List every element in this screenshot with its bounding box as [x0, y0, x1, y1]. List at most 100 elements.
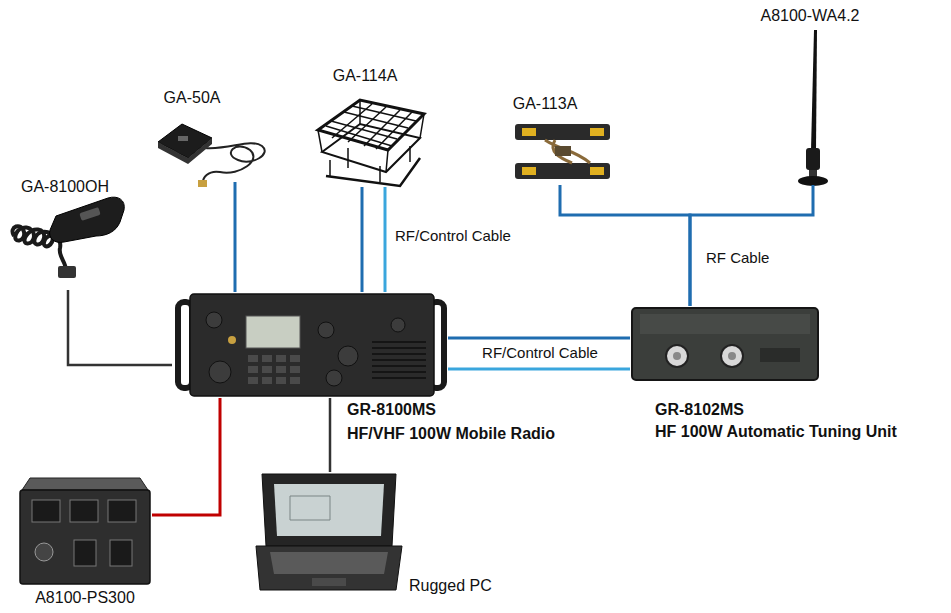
gps-antenna-drawing-part	[158, 138, 212, 164]
cable-line	[152, 398, 220, 515]
dipole-antenna-drawing	[515, 124, 610, 179]
dipole-antenna-drawing-part	[555, 146, 571, 156]
radio-drawing-part	[262, 355, 272, 362]
laptop-drawing-part	[312, 578, 346, 586]
basket-antenna-drawing-part	[326, 158, 420, 186]
cable-label: RF/Control Cable	[480, 344, 600, 362]
whip-antenna-drawing-part	[806, 148, 820, 170]
radio-drawing-part	[248, 355, 300, 384]
dipole-antenna-drawing-part	[590, 128, 604, 136]
equipment-label: A8100-WA4.2	[761, 6, 860, 26]
whip-antenna-node: A8100-WA4.2	[795, 28, 835, 185]
power-supply-drawing-part	[74, 540, 96, 566]
radio-drawing-part	[318, 322, 334, 338]
cable-label: RF Cable	[704, 249, 771, 267]
equipment-label: GA-8100OH	[21, 177, 109, 197]
laptop-drawing-part	[274, 484, 384, 536]
radio-drawing-part	[372, 341, 426, 343]
equipment-label: A8100-PS300	[35, 588, 135, 608]
dipole-antenna-drawing-part	[515, 163, 610, 179]
radio-drawing-part	[391, 318, 405, 332]
power-supply-drawing-part	[35, 543, 53, 561]
tuning-unit-drawing-part	[640, 314, 810, 334]
laptop-drawing-part	[270, 552, 388, 574]
radio-drawing-part	[276, 366, 286, 373]
dipole-antenna-node: GA-113A	[512, 120, 612, 185]
laptop-drawing-part	[290, 496, 330, 520]
radio-drawing-part	[246, 316, 300, 348]
power-supply-drawing-part	[110, 540, 132, 566]
dipole-antenna-drawing-part	[590, 167, 604, 175]
handset-node: GA-8100OH	[5, 196, 130, 290]
equipment-description: HF 100W Automatic Tuning Unit	[655, 422, 897, 442]
dipole-antenna-drawing-part	[515, 124, 610, 140]
radio-drawing-part	[228, 336, 236, 344]
gps-antenna-drawing-part	[158, 124, 212, 158]
cable-line	[329, 398, 332, 472]
dipole-antenna-drawing-part	[522, 167, 536, 175]
radio-drawing-part	[276, 355, 286, 362]
radio-drawing-part	[372, 377, 426, 379]
rugged-pc-node: Rugged PC	[255, 472, 403, 590]
radio-node: GR-8100MSHF/VHF 100W Mobile Radio	[172, 292, 448, 398]
radio-drawing-part	[262, 377, 272, 384]
cable-line	[560, 185, 690, 306]
cable-line	[361, 187, 364, 292]
power-supply-drawing-part	[32, 500, 60, 522]
basket-antenna-node: GA-114A	[315, 95, 427, 187]
basket-antenna-drawing-part	[330, 146, 410, 182]
gps-antenna-drawing-part	[203, 143, 265, 184]
handset-drawing-part	[50, 197, 125, 242]
dipole-antenna-drawing-part	[545, 140, 590, 163]
whip-antenna-drawing-part	[811, 30, 817, 150]
radio-drawing-part	[372, 353, 426, 355]
radio-drawing-part	[248, 355, 258, 362]
gps-antenna-drawing-part	[198, 180, 207, 187]
radio-drawing-part	[372, 342, 426, 378]
radio-drawing-part	[290, 377, 300, 384]
cable-line	[234, 182, 237, 292]
equipment-label: GA-50A	[164, 88, 221, 108]
whip-antenna-drawing-part	[798, 176, 828, 186]
radio-drawing-part	[276, 377, 286, 384]
radio-drawing-part	[248, 377, 258, 384]
handset-drawing-part	[79, 207, 100, 221]
radio-drawing-part	[206, 312, 222, 328]
equipment-label: GA-114A	[333, 66, 398, 86]
power-supply-node: A8100-PS300	[18, 476, 152, 586]
equipment-label: GA-113A	[513, 94, 578, 114]
equipment-label: Rugged PC	[409, 576, 492, 596]
cable-line	[690, 185, 813, 306]
tuning-unit-drawing-part	[760, 348, 800, 362]
cable-line	[384, 187, 387, 292]
laptop-drawing-part	[256, 546, 402, 590]
cable-line	[448, 337, 630, 340]
radio-drawing-part	[372, 371, 426, 373]
gps-antenna-drawing	[158, 124, 265, 187]
equipment-label: GR-8102MS	[655, 400, 744, 420]
power-supply-drawing-part	[20, 490, 150, 584]
tuning-unit-drawing-part	[673, 352, 681, 360]
tuning-unit-drawing-part	[728, 352, 736, 360]
equipment-label: GR-8100MS	[347, 400, 436, 420]
radio-drawing-part	[372, 359, 426, 361]
whip-antenna-drawing	[798, 30, 828, 186]
power-supply-drawing-part	[70, 500, 98, 522]
cable-label: RF/Control Cable	[393, 227, 513, 245]
radio-drawing-part	[190, 294, 434, 396]
gps-antenna-drawing-part	[178, 136, 188, 141]
tuning-unit-drawing-part	[666, 345, 688, 367]
cable-line	[448, 368, 630, 371]
power-supply-drawing-part	[22, 478, 148, 490]
tuning-unit-node: GR-8102MSHF 100W Automatic Tuning Unit	[630, 306, 820, 382]
radio-drawing-part	[372, 365, 426, 367]
tuning-unit-drawing-part	[632, 308, 818, 380]
power-supply-drawing-part	[108, 500, 136, 522]
tuning-unit-drawing	[632, 308, 818, 380]
basket-antenna-drawing-part	[332, 104, 412, 149]
power-supply-drawing	[20, 478, 150, 584]
